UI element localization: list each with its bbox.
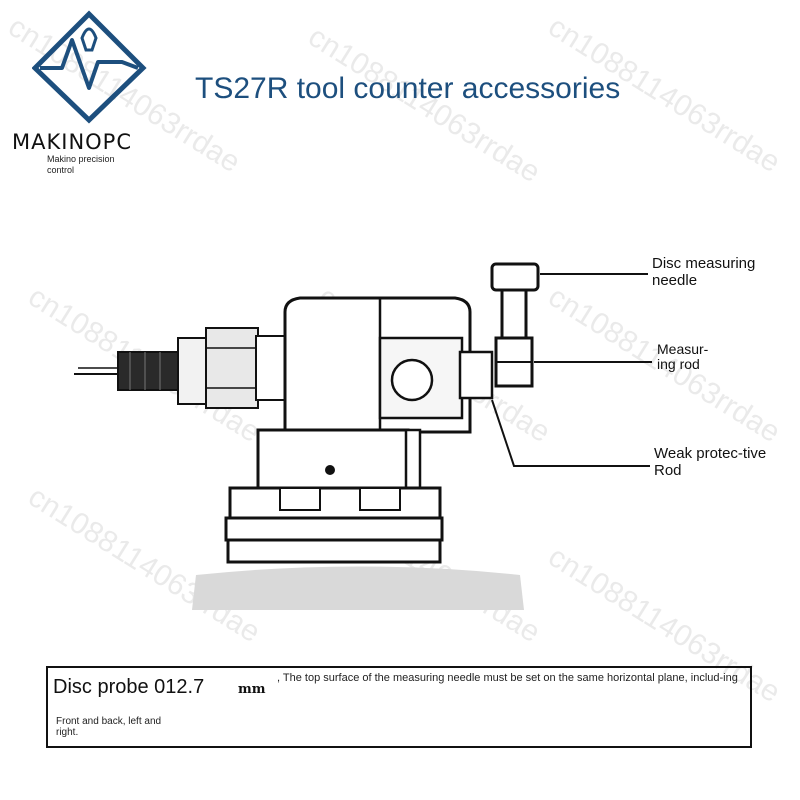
- callout-measuring-rod: Measur-ing rod: [657, 341, 709, 372]
- stylus-shaft: [500, 288, 528, 340]
- base-plate: [224, 516, 444, 542]
- leader-line: [491, 399, 650, 467]
- probe-name: Disc probe 012.7: [53, 676, 205, 698]
- hex-nut: [205, 327, 259, 409]
- callout-disc-needle: Disc measuring needle: [652, 255, 756, 289]
- base-block: [256, 428, 410, 492]
- machine-table: [192, 566, 524, 610]
- brand-name: MAKINOPC: [12, 130, 133, 154]
- spec-note-continued: Front and back, left and right.: [56, 716, 162, 738]
- brand-logo: MAKINOPC Makino precision control: [10, 10, 180, 180]
- probe-port: [390, 358, 434, 402]
- spec-box: Disc probe 012.7 mm , The top surface of…: [46, 666, 752, 748]
- makino-diamond-icon: [32, 10, 147, 124]
- spec-note: , The top surface of the measuring needl…: [277, 672, 738, 684]
- callout-weak-rod: Weak protec-tive Rod: [654, 445, 767, 479]
- mounting-screw: [325, 465, 335, 475]
- cable-connector: [117, 351, 181, 391]
- page-title: TS27R tool counter accessories: [195, 72, 621, 105]
- disc-stylus: [490, 262, 540, 292]
- unit-label: mm: [238, 682, 266, 697]
- brand-tagline: Makino precision control: [47, 154, 115, 175]
- gland-nut: [177, 337, 209, 405]
- mount-plate: [228, 486, 442, 520]
